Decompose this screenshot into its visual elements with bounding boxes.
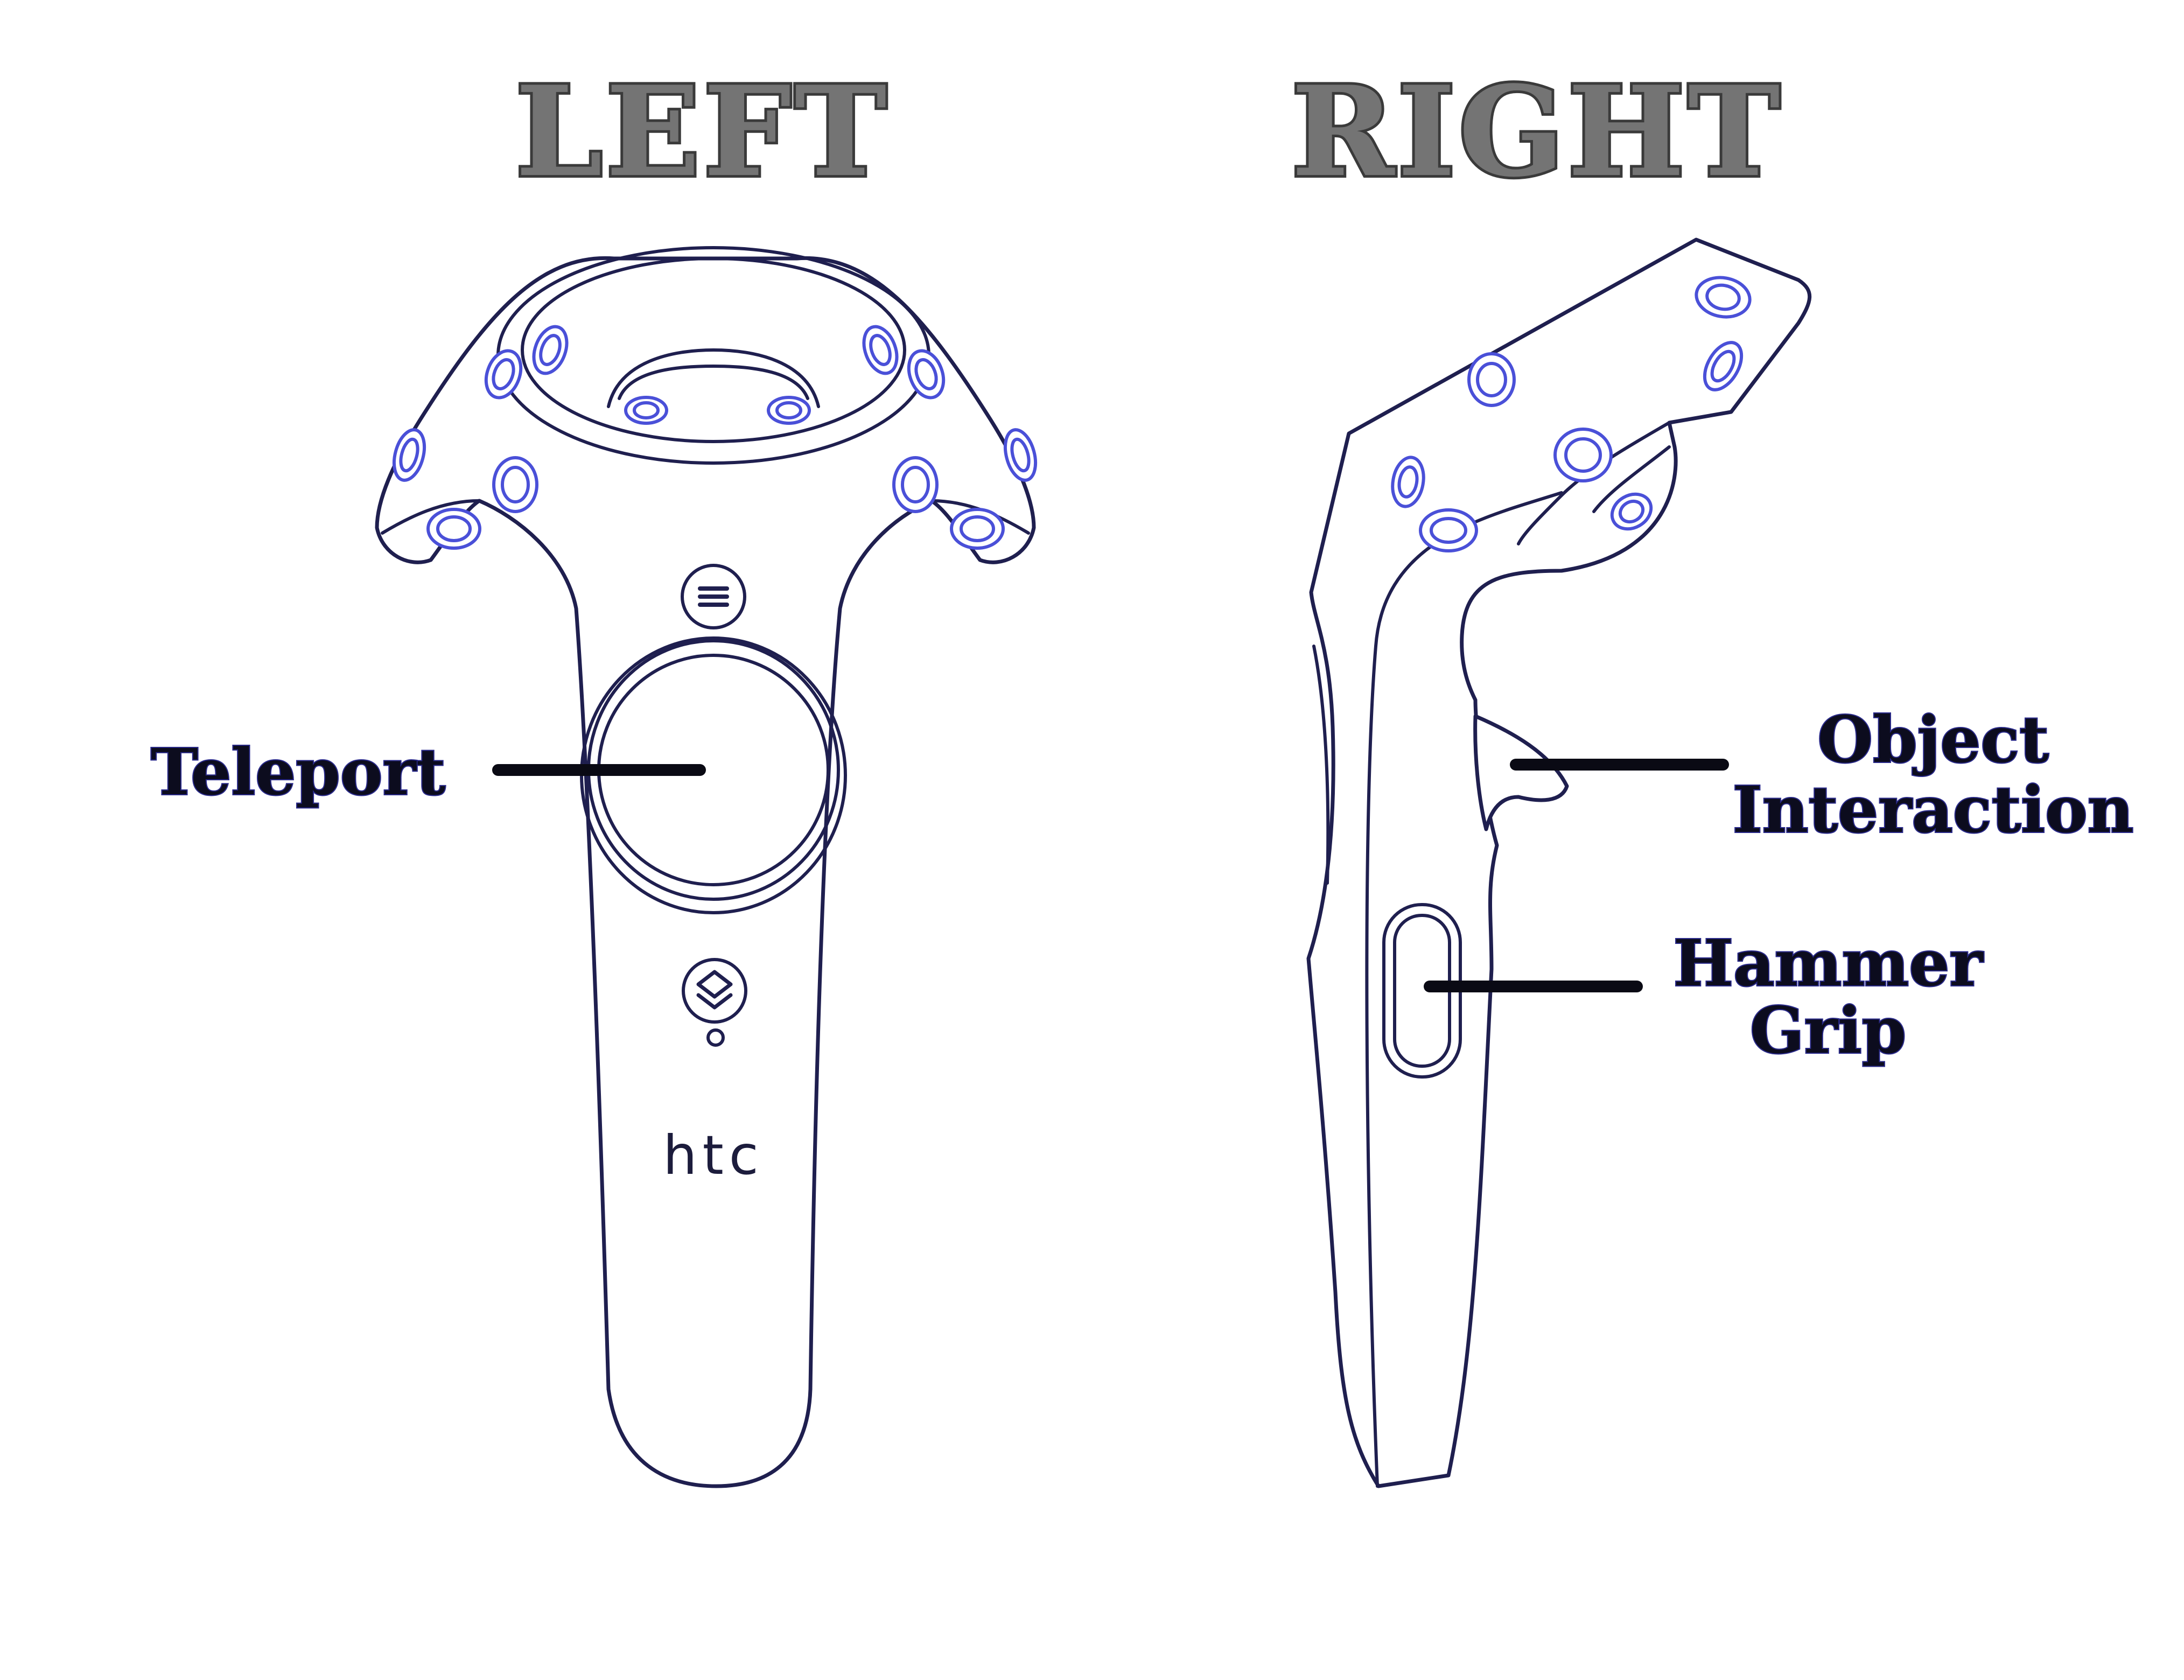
object-interaction-label-line2: Interaction xyxy=(1733,772,2134,847)
object-interaction-label: Object xyxy=(1817,702,2048,777)
trigger[interactable] xyxy=(1475,716,1567,829)
sensor-dimple xyxy=(777,403,801,418)
sensor-dimple xyxy=(961,517,993,541)
object-interaction-label-2: Interaction xyxy=(1733,772,2134,847)
sensor-dimple xyxy=(902,467,928,502)
right-controller-body xyxy=(1308,240,1810,1486)
hammer-grip-label: Hammer xyxy=(1674,926,1984,1000)
sensor-dimple xyxy=(502,467,528,502)
htc-logo: htc xyxy=(663,1124,764,1187)
hammer-grip-label-2: Grip xyxy=(1750,993,1906,1068)
sensor-dimple xyxy=(1431,519,1466,542)
sensor-dimple xyxy=(1566,439,1600,471)
hammer-grip-label-line2: Grip xyxy=(1750,993,1906,1068)
hammer-grip-label-line1: Hammer xyxy=(1674,926,1984,1000)
left-controller: htc xyxy=(377,248,1041,1486)
object-interaction-label-line1: Object xyxy=(1817,702,2048,777)
left-heading: LEFT xyxy=(515,59,890,205)
sensor-dimple xyxy=(634,403,658,418)
right-heading: RIGHT xyxy=(1291,59,1783,205)
right-controller xyxy=(1308,240,1810,1486)
right-controller-back-edge xyxy=(1314,646,1328,883)
teleport-label: Teleport xyxy=(151,734,445,809)
sensor-dimple xyxy=(438,517,470,541)
sensor-dimple xyxy=(1478,363,1506,396)
